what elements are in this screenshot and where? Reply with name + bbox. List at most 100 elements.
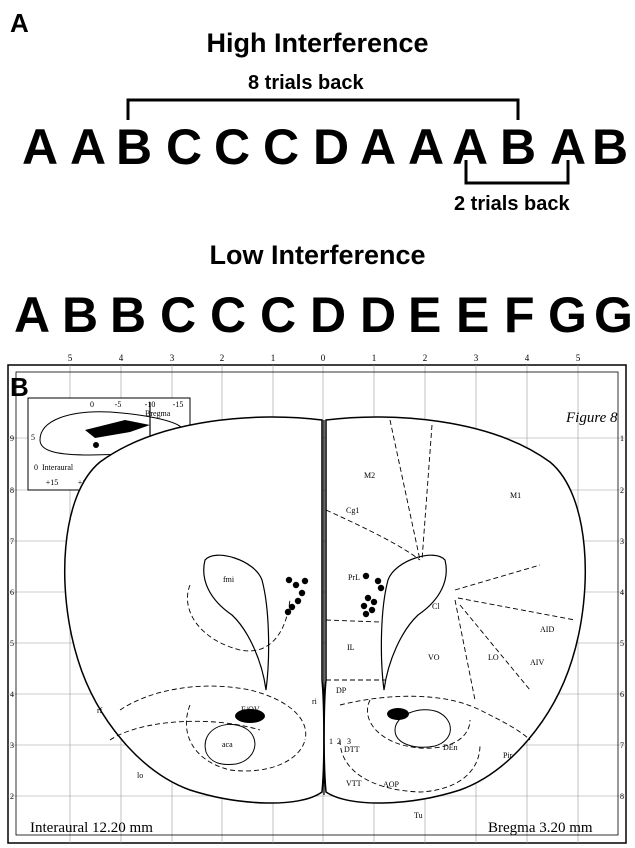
region-label: ri [312,697,318,706]
sequence-letter: B [500,118,536,176]
sequence-letter: G [594,286,633,344]
left-tick-label: 5 [10,639,14,648]
region-label: DEn [443,743,458,752]
left-tick-label: 3 [10,741,14,750]
top-tick-label: 1 [271,353,276,363]
top-tick-label: 5 [68,353,73,363]
top-tick-label: 4 [525,353,530,363]
region-label: Cl [432,602,440,611]
right-tick-label: 8 [620,792,624,801]
left-tick-label: 2 [10,792,14,801]
top-tick-label: 2 [423,353,428,363]
sequence-letter: B [592,118,628,176]
top-tick-label: 4 [119,353,124,363]
bracket-8-back [128,100,518,120]
panel-b-label: B [10,372,29,403]
region-label: Pir [503,751,513,760]
region-label: AOP [383,780,400,789]
sequence-letter: A [70,118,106,176]
brain-atlas-figure: 5 4 3 2 1 0 1 2 3 4 5 9 8 7 6 5 4 3 2 1 … [0,350,635,848]
top-tick-label: 1 [372,353,377,363]
region-label: 1 [329,737,333,746]
region-label: AID [540,625,554,634]
top-ticks: 5 4 3 2 1 0 1 2 3 4 5 [68,353,581,363]
sequence-letter: B [110,286,146,344]
region-label: Cg1 [346,506,359,515]
inset-top-tick: -15 [173,400,184,409]
right-tick-label: 6 [620,690,624,699]
top-tick-label: 3 [170,353,175,363]
inset-left-tick: 0 [34,463,38,472]
region-label: M1 [510,491,521,500]
sequence-letter: A [360,118,396,176]
sequence-letter: C [263,118,299,176]
top-tick-label: 3 [474,353,479,363]
right-tick-label: 7 [620,741,624,750]
right-tick-label: 3 [620,537,624,546]
sequence-letter: B [116,118,152,176]
sequence-letter: A [452,118,488,176]
high-interference-sequence: AABCCCDAAABAB [0,118,635,178]
region-label: LO [488,653,499,662]
sequence-letter: E [456,286,489,344]
left-tick-label: 9 [10,434,14,443]
left-tick-label: 7 [10,537,14,546]
region-label: M2 [364,471,375,480]
inset-dot [93,442,99,448]
sequence-letter: C [214,118,250,176]
region-label: E/OV [241,705,260,714]
bracket-top-label: 8 trials back [248,72,364,95]
right-tick-label: 2 [620,486,624,495]
right-dark-nucleus [387,708,409,720]
sequence-letter: A [408,118,444,176]
region-label: VO [428,653,440,662]
bracket-bottom-label: 2 trials back [454,193,570,216]
sequence-letter: A [22,118,58,176]
sequence-letter: B [62,286,98,344]
region-label: PrL [348,573,360,582]
sequence-letter: C [160,286,196,344]
sequence-letter: F [504,286,535,344]
region-label: 2 [337,737,341,746]
region-label: lo [137,771,143,780]
region-label: Tu [414,811,423,820]
top-tick-label: 2 [220,353,225,363]
sequence-letter: A [14,286,50,344]
sequence-letter: C [260,286,296,344]
inset-bregma-label: Bregma [145,409,171,418]
inset-top-tick: -10 [145,400,156,409]
region-label: IL [347,643,355,652]
sequence-letter: D [313,118,349,176]
low-interference-title: Low Interference [0,240,635,271]
top-tick-label: 0 [321,353,326,363]
region-label: DP [336,686,347,695]
region-label: 3 [347,737,351,746]
sequence-letter: G [548,286,587,344]
left-tick-label: 4 [10,690,14,699]
bregma-annotation: Bregma 3.20 mm [488,820,593,836]
region-label: aca [222,740,233,749]
left-tick-label: 8 [10,486,14,495]
sequence-letter: C [166,118,202,176]
right-tick-label: 5 [620,639,624,648]
inset-left-tick: 5 [31,433,35,442]
right-tick-label: 1 [620,434,624,443]
region-label: VTT [346,779,362,788]
left-tick-label: 6 [10,588,14,597]
inset-top-tick: -5 [115,400,122,409]
sequence-letter: E [408,286,441,344]
sequence-letter: D [360,286,396,344]
sequence-letter: D [310,286,346,344]
region-label: rf [97,706,103,715]
sequence-letter: A [550,118,586,176]
right-tick-label: 4 [620,588,624,597]
region-label: fmi [223,575,235,584]
interaural-annotation: Interaural 12.20 mm [30,820,153,836]
sequence-letter: C [210,286,246,344]
region-label: DTT [344,745,360,754]
region-label: AIV [530,658,544,667]
top-tick-label: 5 [576,353,581,363]
inset-top-tick: 0 [90,400,94,409]
atlas-figure-label: Figure 8 [565,410,618,426]
